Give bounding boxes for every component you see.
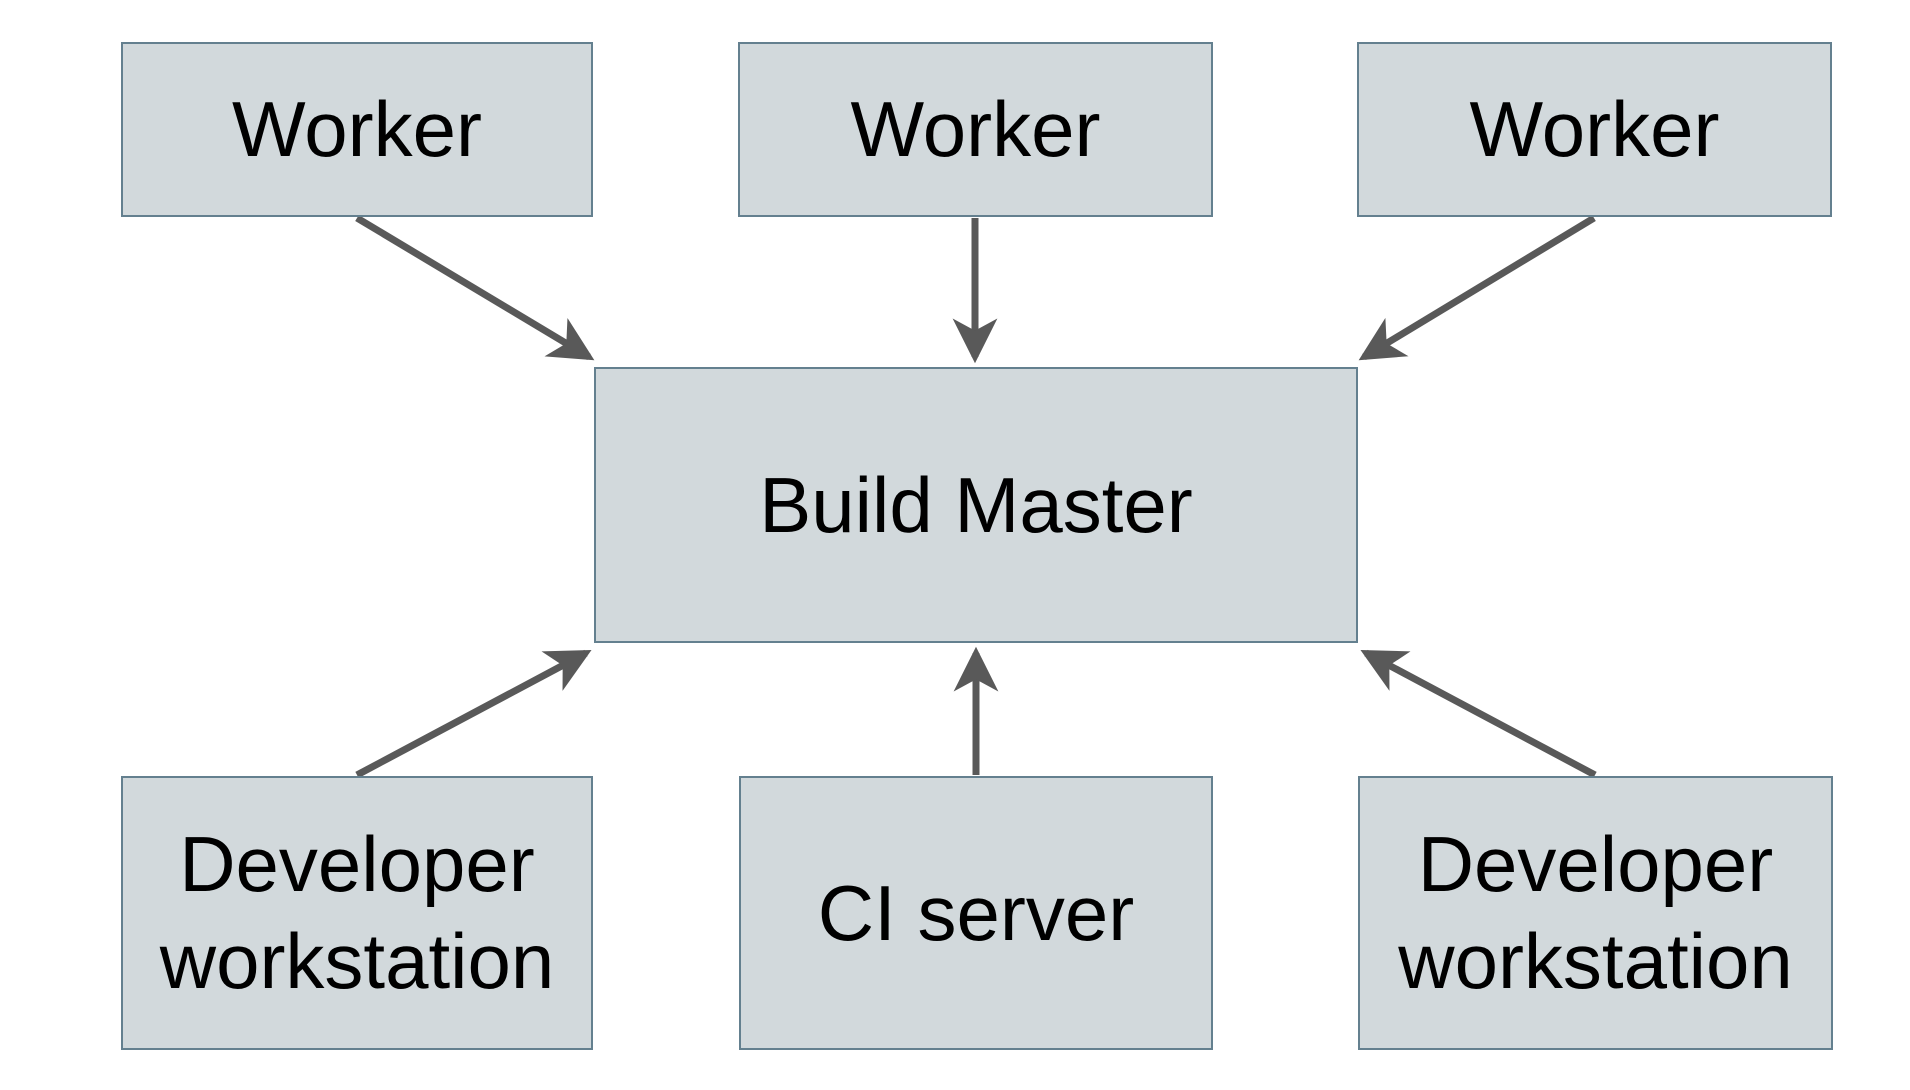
node-worker-3-label: Worker — [1469, 85, 1720, 174]
arrow-worker-3-to-build-master — [1358, 215, 1596, 361]
node-worker-2: Worker — [738, 42, 1213, 217]
node-worker-1-label: Worker — [232, 85, 482, 174]
arrow-worker-1-to-build-master — [355, 214, 595, 361]
node-build-master: Build Master — [594, 367, 1358, 643]
node-ci-server-label: CI server — [817, 868, 1135, 957]
node-worker-2-label: Worker — [850, 85, 1101, 174]
arrow-developer-workstation-right-to-build-master — [1360, 649, 1597, 779]
node-developer-workstation-left: Developer workstation — [121, 776, 593, 1050]
node-developer-workstation-right: Developer workstation — [1358, 776, 1833, 1050]
node-build-master-label: Build Master — [759, 460, 1193, 549]
node-developer-workstation-right-label: Developer workstation — [1398, 820, 1793, 1005]
node-ci-server: CI server — [739, 776, 1213, 1050]
node-worker-1: Worker — [121, 42, 593, 217]
arrow-developer-workstation-left-to-build-master — [355, 649, 592, 779]
node-worker-3: Worker — [1357, 42, 1832, 217]
node-developer-workstation-left-label: Developer workstation — [159, 820, 555, 1005]
